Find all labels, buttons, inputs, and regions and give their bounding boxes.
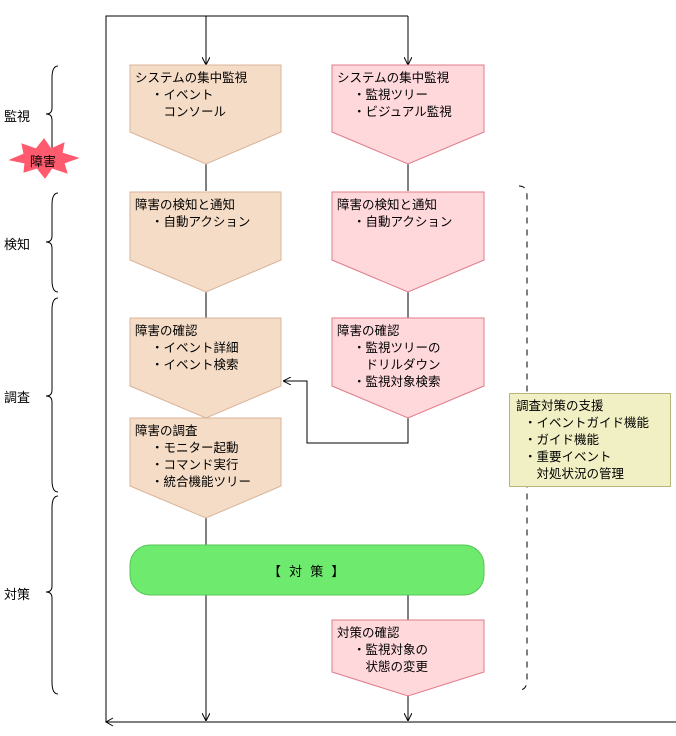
phase-label-kanshi: 監視	[4, 110, 31, 125]
right-box1-shape	[331, 64, 485, 165]
right-box2-line1: ・自動アクション	[353, 214, 453, 229]
phase-label-chousa: 調査	[4, 391, 31, 406]
support-note: 調査対策の支援 ・イベントガイド機能 ・ガイド機能 ・重要イベント 対処状況の管…	[509, 393, 671, 487]
right-box4-line2: 状態の変更	[353, 659, 429, 674]
left-box1-line2: コンソール	[151, 104, 227, 119]
right-box1-title: システムの集中監視	[337, 70, 450, 85]
left-box4-line2: ・コマンド実行	[151, 457, 239, 472]
loop-frame	[105, 15, 408, 722]
failure-burst-shape	[8, 138, 80, 179]
brace-chousa	[45, 297, 59, 493]
left-box3-line2: ・イベント検索	[151, 357, 239, 372]
phase-label-kenchi: 検知	[4, 238, 31, 253]
connectors	[104, 164, 676, 727]
taisaku-bar-shape	[129, 544, 485, 596]
taisaku-bar-label: 【 対 策 】	[268, 565, 347, 580]
left-box4-title: 障害の調査	[135, 423, 198, 438]
right-box1-line1: ・監視ツリー	[353, 87, 429, 102]
right-boxes	[331, 64, 485, 697]
support-line2: ・ガイド機能	[524, 432, 600, 447]
brace-kenchi	[45, 192, 59, 293]
right-box3-shape	[331, 317, 485, 419]
right-box4-title: 対策の確認	[337, 625, 400, 640]
left-box1-line1: ・イベント	[151, 87, 214, 102]
left-box4-line1: ・モニター起動	[151, 440, 239, 455]
right-box3-line3: ・監視対象検索	[353, 374, 441, 389]
left-box4-shape	[129, 417, 282, 519]
right-box3-title: 障害の確認	[337, 323, 400, 338]
phase-label-taisaku: 対策	[4, 588, 31, 603]
left-box3-title: 障害の確認	[135, 323, 198, 338]
right-box2-shape	[331, 191, 485, 293]
support-line4: 対処状況の管理	[524, 466, 625, 481]
right-box3-line1: ・監視ツリーの	[353, 340, 441, 355]
right-box2-title: 障害の検知と通知	[337, 197, 438, 212]
left-box2-line1: ・自動アクション	[151, 214, 251, 229]
left-box4-line3: ・統合機能ツリー	[151, 474, 252, 489]
left-box1-shape	[129, 64, 282, 165]
left-box3-line1: ・イベント詳細	[151, 340, 239, 355]
left-boxes	[129, 64, 282, 519]
left-box2-title: 障害の検知と通知	[135, 197, 236, 212]
right-box4-shape	[331, 619, 485, 697]
support-title: 調査対策の支援	[516, 398, 604, 413]
right-box4-line1: ・監視対象の	[353, 642, 429, 657]
failure-burst-label: 障害	[30, 155, 57, 170]
right-box3-line2: ドリルダウン	[353, 357, 441, 372]
right-box1-line2: ・ビジュアル監視	[353, 104, 452, 119]
support-line1: ・イベントガイド機能	[524, 415, 650, 430]
left-box1-title: システムの集中監視	[135, 70, 248, 85]
left-box2-shape	[129, 191, 282, 293]
left-box3-shape	[129, 317, 282, 419]
brace-taisaku	[45, 495, 59, 695]
support-line3: ・重要イベント	[524, 449, 612, 464]
